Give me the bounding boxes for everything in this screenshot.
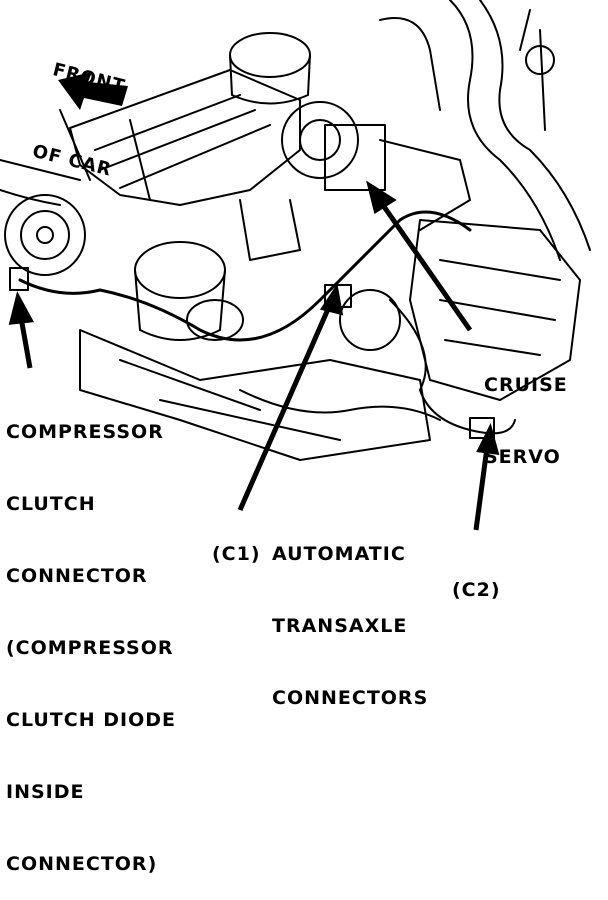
label-line: CLUTCH: [6, 493, 96, 515]
throttle-body: [281, 101, 359, 179]
c2-pointer: [473, 439, 491, 531]
label-line: CLUTCH DIODE: [6, 709, 176, 731]
label-line: COMPRESSOR: [6, 421, 164, 443]
compressor-connector: [9, 267, 29, 291]
label-line: AUTOMATIC: [272, 543, 406, 565]
cruise-servo-pointer: [375, 196, 473, 332]
c2-connector: [469, 417, 495, 439]
label-line: (C2): [452, 579, 501, 601]
label-line: SERVO: [484, 446, 561, 468]
engine-diagram: FRONT OF CAR CRUISE SERVO COMPRESSOR CLU…: [0, 0, 591, 875]
air-cleaner: [229, 32, 311, 78]
compressor-clutch-label: COMPRESSOR CLUTCH CONNECTOR (COMPRESSOR …: [6, 372, 176, 900]
label-line: TRANSAXLE: [272, 615, 408, 637]
engine-drawing: [0, 0, 591, 531]
label-line: (C1): [212, 543, 261, 565]
front-arrow: [58, 72, 128, 110]
front-label-line: OF CAR: [30, 140, 114, 181]
wiring-harness: [18, 210, 472, 342]
transaxle-housing: [409, 219, 581, 401]
label-line: CONNECTORS: [272, 687, 429, 709]
transaxle-connectors-label: AUTOMATIC TRANSAXLE CONNECTORS: [272, 494, 428, 734]
c1-label: (C1): [212, 494, 261, 590]
label-line: CRUISE: [484, 374, 568, 396]
c1-pointer: [237, 298, 335, 512]
valve-cover: [69, 69, 301, 206]
upper-hose: [449, 0, 561, 261]
c2-label: (C2): [452, 530, 501, 626]
front-label-line: FRONT: [50, 59, 128, 98]
servo-box: [324, 124, 386, 191]
cruise-servo-label: CRUISE SERVO: [484, 325, 568, 493]
label-line: CONNECTOR: [6, 565, 148, 587]
engine-block: [79, 329, 431, 461]
label-line: CONNECTOR): [6, 853, 158, 875]
pulley: [134, 241, 226, 299]
label-line: INSIDE: [6, 781, 85, 803]
compressor: [4, 194, 86, 276]
label-line: (COMPRESSOR: [6, 637, 174, 659]
